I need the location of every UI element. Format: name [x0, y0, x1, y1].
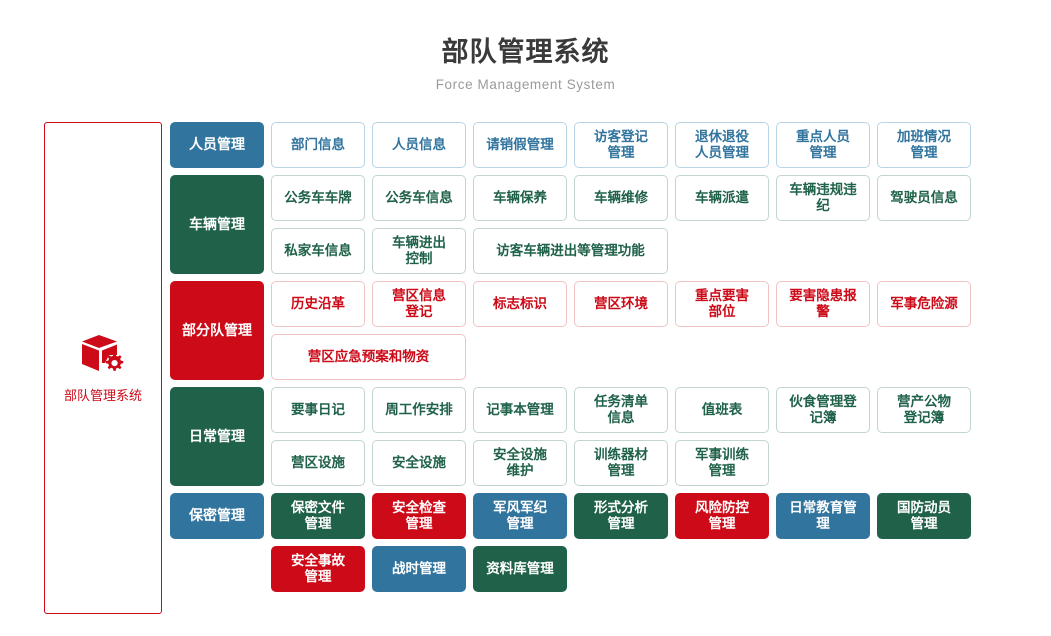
- page-header: 部队管理系统 Force Management System: [0, 0, 1051, 92]
- menu-item[interactable]: 安全检查 管理: [372, 493, 466, 539]
- brand-label: 部队管理系统: [63, 387, 142, 403]
- menu-item[interactable]: 营区信息 登记: [372, 281, 466, 327]
- category-security[interactable]: 保密管理: [170, 493, 264, 539]
- menu-item[interactable]: 形式分析 管理: [574, 493, 668, 539]
- menu-item[interactable]: 记事本管理: [473, 387, 567, 433]
- category-daily[interactable]: 日常管理: [170, 387, 264, 486]
- menu-item[interactable]: 部门信息: [271, 122, 365, 168]
- menu-item[interactable]: 人员信息: [372, 122, 466, 168]
- menu-item[interactable]: 车辆派遣: [675, 175, 769, 221]
- section-row-personnel: 人员管理部门信息人员信息请销假管理访客登记 管理退休退役 人员管理重点人员 管理…: [170, 122, 1051, 168]
- section-row-daily: 日常管理要事日记周工作安排记事本管理任务清单 信息值班表伙食管理登记簿营产公物 …: [170, 387, 1051, 486]
- menu-item[interactable]: 车辆违规违纪: [776, 175, 870, 221]
- items-group-daily: 要事日记周工作安排记事本管理任务清单 信息值班表伙食管理登记簿营产公物 登记簿营…: [271, 387, 1051, 486]
- menu-item[interactable]: 要事日记: [271, 387, 365, 433]
- menu-item[interactable]: 车辆保养: [473, 175, 567, 221]
- menu-item[interactable]: 营区应急预案和物资: [271, 334, 466, 380]
- menu-item[interactable]: 安全设施: [372, 440, 466, 486]
- menu-item[interactable]: 退休退役 人员管理: [675, 122, 769, 168]
- menu-item[interactable]: 访客车辆进出等管理功能: [473, 228, 668, 274]
- menu-item[interactable]: 国防动员 管理: [877, 493, 971, 539]
- menu-item[interactable]: 营产公物 登记簿: [877, 387, 971, 433]
- menu-item[interactable]: 公务车信息: [372, 175, 466, 221]
- menu-item[interactable]: 访客登记 管理: [574, 122, 668, 168]
- category-vehicle[interactable]: 车辆管理: [170, 175, 264, 274]
- menu-item[interactable]: 战时管理: [372, 546, 466, 592]
- category-unit[interactable]: 部分队管理: [170, 281, 264, 380]
- menu-item[interactable]: 私家车信息: [271, 228, 365, 274]
- menu-item[interactable]: 公务车车牌: [271, 175, 365, 221]
- menu-item[interactable]: 驾驶员信息: [877, 175, 971, 221]
- items-group-vehicle: 公务车车牌公务车信息车辆保养车辆维修车辆派遣车辆违规违纪驾驶员信息私家车信息车辆…: [271, 175, 1051, 274]
- menu-item[interactable]: 要害隐患报警: [776, 281, 870, 327]
- section-row-security: 保密管理保密文件 管理安全检查 管理军风军纪 管理形式分析 管理风险防控 管理日…: [170, 493, 1051, 539]
- menu-item[interactable]: 周工作安排: [372, 387, 466, 433]
- menu-item[interactable]: 训练器材 管理: [574, 440, 668, 486]
- items-group-security: 保密文件 管理安全检查 管理军风军纪 管理形式分析 管理风险防控 管理日常教育管…: [271, 493, 1051, 539]
- menu-item[interactable]: 资料库管理: [473, 546, 567, 592]
- items-group-unit: 历史沿革营区信息 登记标志标识营区环境重点要害 部位要害隐患报警军事危险源营区应…: [271, 281, 1051, 380]
- menu-item[interactable]: 日常教育管理: [776, 493, 870, 539]
- menu-item[interactable]: 加班情况 管理: [877, 122, 971, 168]
- menu-item[interactable]: 营区环境: [574, 281, 668, 327]
- menu-item[interactable]: 保密文件 管理: [271, 493, 365, 539]
- items-group-personnel: 部门信息人员信息请销假管理访客登记 管理退休退役 人员管理重点人员 管理加班情况…: [271, 122, 1051, 168]
- menu-item[interactable]: 军风军纪 管理: [473, 493, 567, 539]
- menu-item[interactable]: 请销假管理: [473, 122, 567, 168]
- menu-item[interactable]: 车辆维修: [574, 175, 668, 221]
- menu-item[interactable]: 历史沿革: [271, 281, 365, 327]
- system-board: 部队管理系统 人员管理部门信息人员信息请销假管理访客登记 管理退休退役 人员管理…: [0, 122, 1051, 614]
- brand-panel: 部队管理系统: [44, 122, 162, 614]
- menu-item[interactable]: 伙食管理登记簿: [776, 387, 870, 433]
- menu-item[interactable]: 军事训练 管理: [675, 440, 769, 486]
- cube-gear-icon: [81, 333, 125, 375]
- menu-item[interactable]: 重点要害 部位: [675, 281, 769, 327]
- menu-item[interactable]: 标志标识: [473, 281, 567, 327]
- page-title: 部队管理系统: [441, 37, 610, 67]
- menu-item[interactable]: 军事危险源: [877, 281, 971, 327]
- menu-item[interactable]: 营区设施: [271, 440, 365, 486]
- items-group-security-extra: 安全事故 管理战时管理资料库管理: [271, 546, 1051, 592]
- category-personnel[interactable]: 人员管理: [170, 122, 264, 168]
- menu-item[interactable]: 值班表: [675, 387, 769, 433]
- menu-item[interactable]: 安全设施 维护: [473, 440, 567, 486]
- menu-item[interactable]: 重点人员 管理: [776, 122, 870, 168]
- menu-item[interactable]: 安全事故 管理: [271, 546, 365, 592]
- menu-item[interactable]: 风险防控 管理: [675, 493, 769, 539]
- sections-container: 人员管理部门信息人员信息请销假管理访客登记 管理退休退役 人员管理重点人员 管理…: [170, 122, 1051, 599]
- page-subtitle: Force Management System: [435, 77, 616, 93]
- section-row-unit: 部分队管理历史沿革营区信息 登记标志标识营区环境重点要害 部位要害隐患报警军事危…: [170, 281, 1051, 380]
- section-row-security-extra: 安全事故 管理战时管理资料库管理: [170, 546, 1051, 592]
- menu-item[interactable]: 任务清单 信息: [574, 387, 668, 433]
- menu-item[interactable]: 车辆进出 控制: [372, 228, 466, 274]
- section-row-vehicle: 车辆管理公务车车牌公务车信息车辆保养车辆维修车辆派遣车辆违规违纪驾驶员信息私家车…: [170, 175, 1051, 274]
